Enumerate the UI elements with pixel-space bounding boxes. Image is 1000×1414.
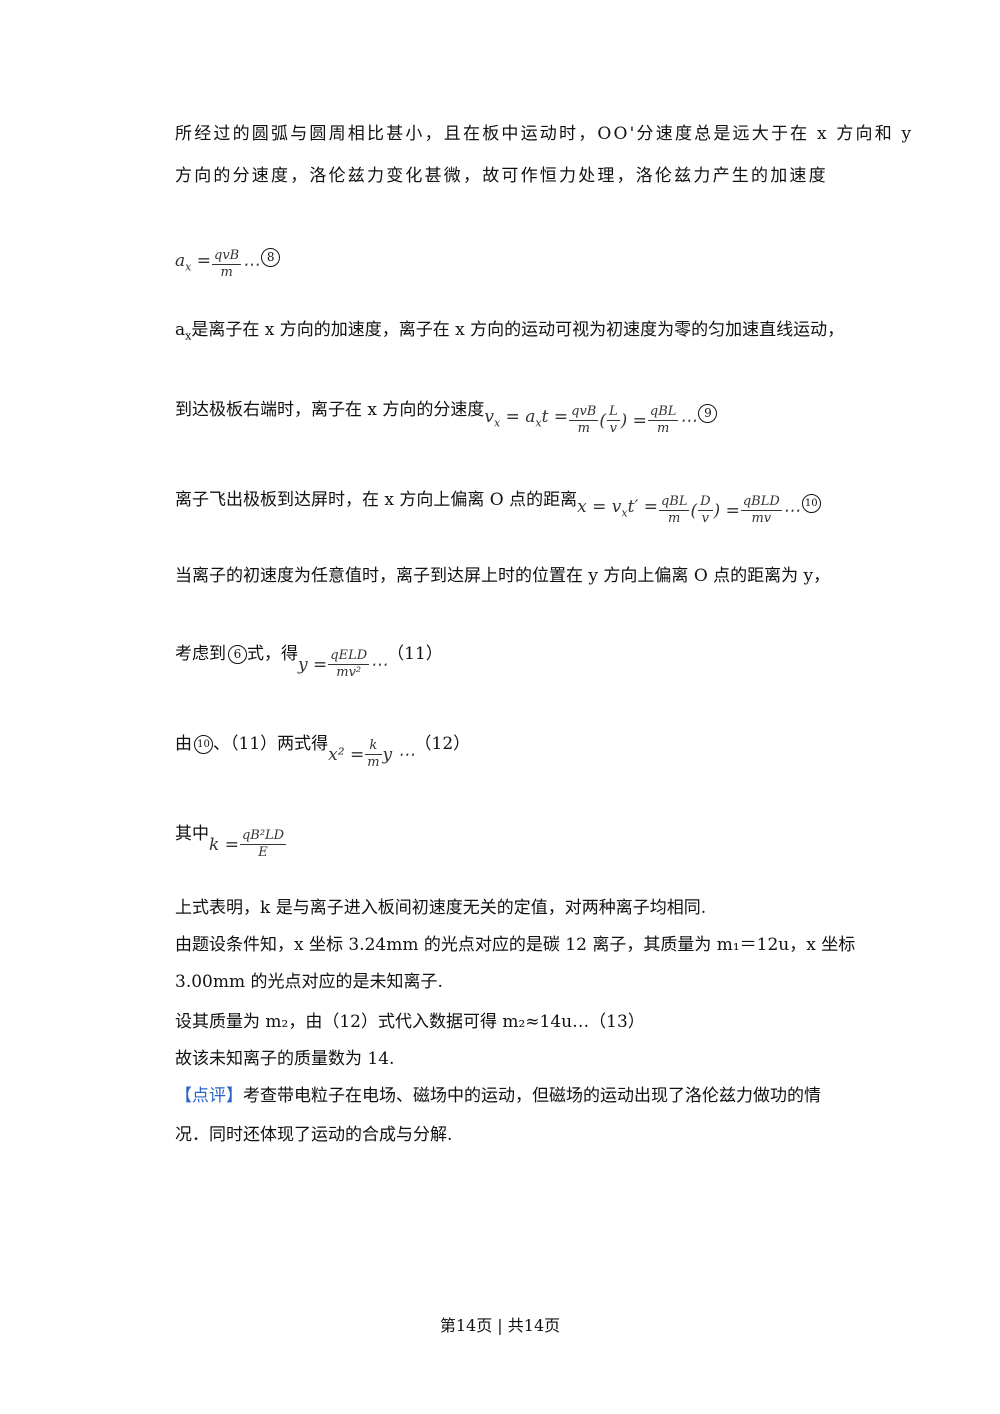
page-footer: 第14页 | 共14页: [439, 1316, 561, 1335]
eq10-circled-number: 10: [801, 494, 821, 513]
text-line-2: 方向的分速度，洛伦兹力变化甚微，故可作恒力处理，洛伦兹力产生的加速度: [175, 166, 828, 186]
text-line-4: ax是离子在 x 方向的加速度，离子在 x 方向的运动可视为初速度为零的匀加速直…: [175, 320, 845, 343]
eq8-lhs: ax =: [175, 251, 212, 274]
eq8-circled-number: 8: [261, 248, 281, 267]
ref-circled-10: 10: [194, 735, 213, 754]
eq8-dots: ⋯: [242, 254, 260, 275]
ref-circled-6: 6: [228, 645, 247, 664]
eq9-circled-number: 9: [698, 404, 718, 423]
text-line-13: 3.00mm 的光点对应的是未知离子.: [175, 972, 443, 992]
text-line-11: 上式表明，k 是与离子进入板间初速度无关的定值，对两种离子均相同.: [175, 898, 707, 918]
text-line-17: 况．同时还体现了运动的合成与分解.: [175, 1125, 453, 1145]
comment-label: 【点评】: [175, 1086, 243, 1106]
eq11-tag: （11）: [387, 644, 443, 664]
text-line-14: 设其质量为 m₂，由（12）式代入数据可得 m₂≈14u…（13）: [175, 1012, 645, 1032]
text-line-6: 离子飞出极板到达屏时，在 x 方向上偏离 O 点的距离x = vxt′ = qB…: [175, 488, 821, 527]
text-line-12: 由题设条件知，x 坐标 3.24mm 的光点对应的是碳 12 离子，其质量为 m…: [175, 935, 856, 955]
text-line-15: 故该未知离子的质量数为 14.: [175, 1049, 395, 1069]
comment-line: 【点评】考查带电粒子在电场、磁场中的运动，但磁场的运动出现了洛伦兹力做功的情: [175, 1086, 821, 1106]
eq12-tag: （12）: [414, 734, 471, 754]
text-line-1: 所经过的圆弧与圆周相比甚小，且在板中运动时，OO'分速度总是远大于在 x 方向和…: [175, 124, 914, 144]
text-line-7: 当离子的初速度为任意值时，离子到达屏上时的位置在 y 方向上偏离 O 点的距离为…: [175, 566, 831, 586]
